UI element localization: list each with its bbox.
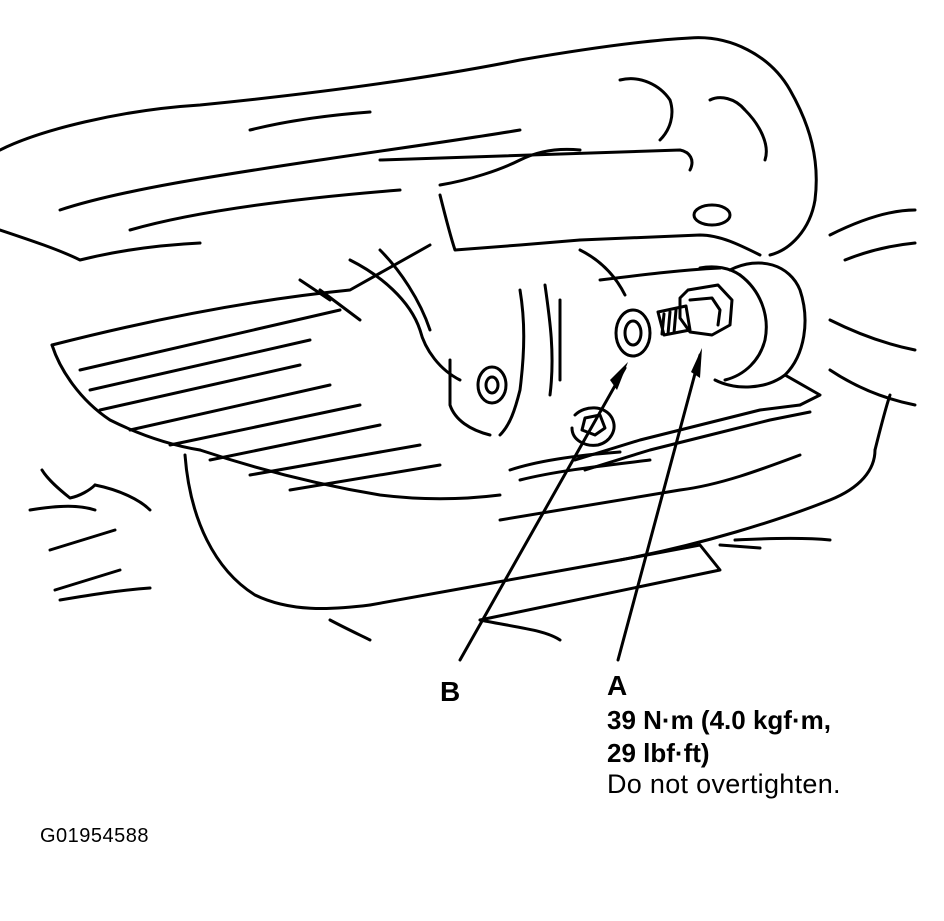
right-side-structure [718, 393, 892, 550]
splash-shield [50, 243, 502, 501]
drain-bolt [656, 283, 734, 337]
torque-spec-line1: 39 N·m (4.0 kgf·m, [607, 705, 831, 735]
callout-b-label: B [440, 676, 461, 707]
drain-washer [614, 308, 652, 358]
figure-id: G01954588 [40, 825, 150, 847]
leader-lines [458, 353, 702, 662]
arrowhead-a [691, 348, 702, 378]
overtighten-warning: Do not overtighten. [607, 769, 841, 799]
oil-pan [183, 248, 877, 642]
subframe-crossmember [0, 36, 917, 407]
torque-spec-line2: 29 lbf·ft) [607, 738, 710, 768]
callout-a-label: A [607, 670, 628, 701]
oil-filter-housing [698, 261, 807, 389]
lower-left-bracket [28, 468, 152, 602]
arrowhead-b [610, 362, 628, 390]
